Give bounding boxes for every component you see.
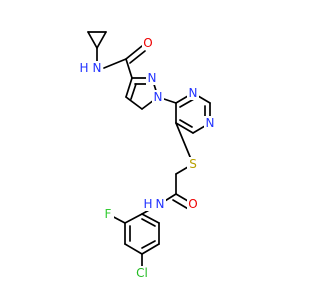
bond [124,243,143,255]
bond [125,96,143,110]
bond [175,122,194,134]
bond [96,31,107,49]
amide-nitrogen-bottom: N [156,197,165,211]
carbonyl-oxygen-top: O [143,36,152,50]
pyrimidine-nitrogen-3: N [189,86,198,100]
bond [125,58,133,79]
bond [129,50,146,64]
pyrimidine-nitrogen-1: N [206,116,215,130]
bond [103,58,127,69]
atom-labels: N H O N N N N S O H N F Cl [78,36,216,280]
bond [125,77,133,98]
bond [130,83,137,100]
bond [124,213,143,224]
pyrazole-nitrogen-1: N [154,90,163,104]
thioether-sulfur: S [189,157,197,171]
carbonyl-oxygen-bottom: O [188,197,197,211]
bond [179,119,193,128]
chlorine-atom: Cl [136,266,148,280]
bond [87,31,98,49]
bond [141,213,160,224]
amide-nitrogen-top: N [93,61,102,75]
fluorine-atom: F [105,207,112,221]
molecule-structure-diagram: N H O N N N N S O H N F Cl [78,31,216,280]
bond [179,98,195,108]
bond [141,218,156,227]
bond [141,240,156,249]
bond [125,45,143,60]
bond [141,243,160,255]
bond-lines [87,31,211,271]
amide-hydrogen-bottom: H [143,197,152,211]
pyrazole-nitrogen-2: N [148,71,157,85]
amide-hydrogen-top: H [79,61,88,75]
